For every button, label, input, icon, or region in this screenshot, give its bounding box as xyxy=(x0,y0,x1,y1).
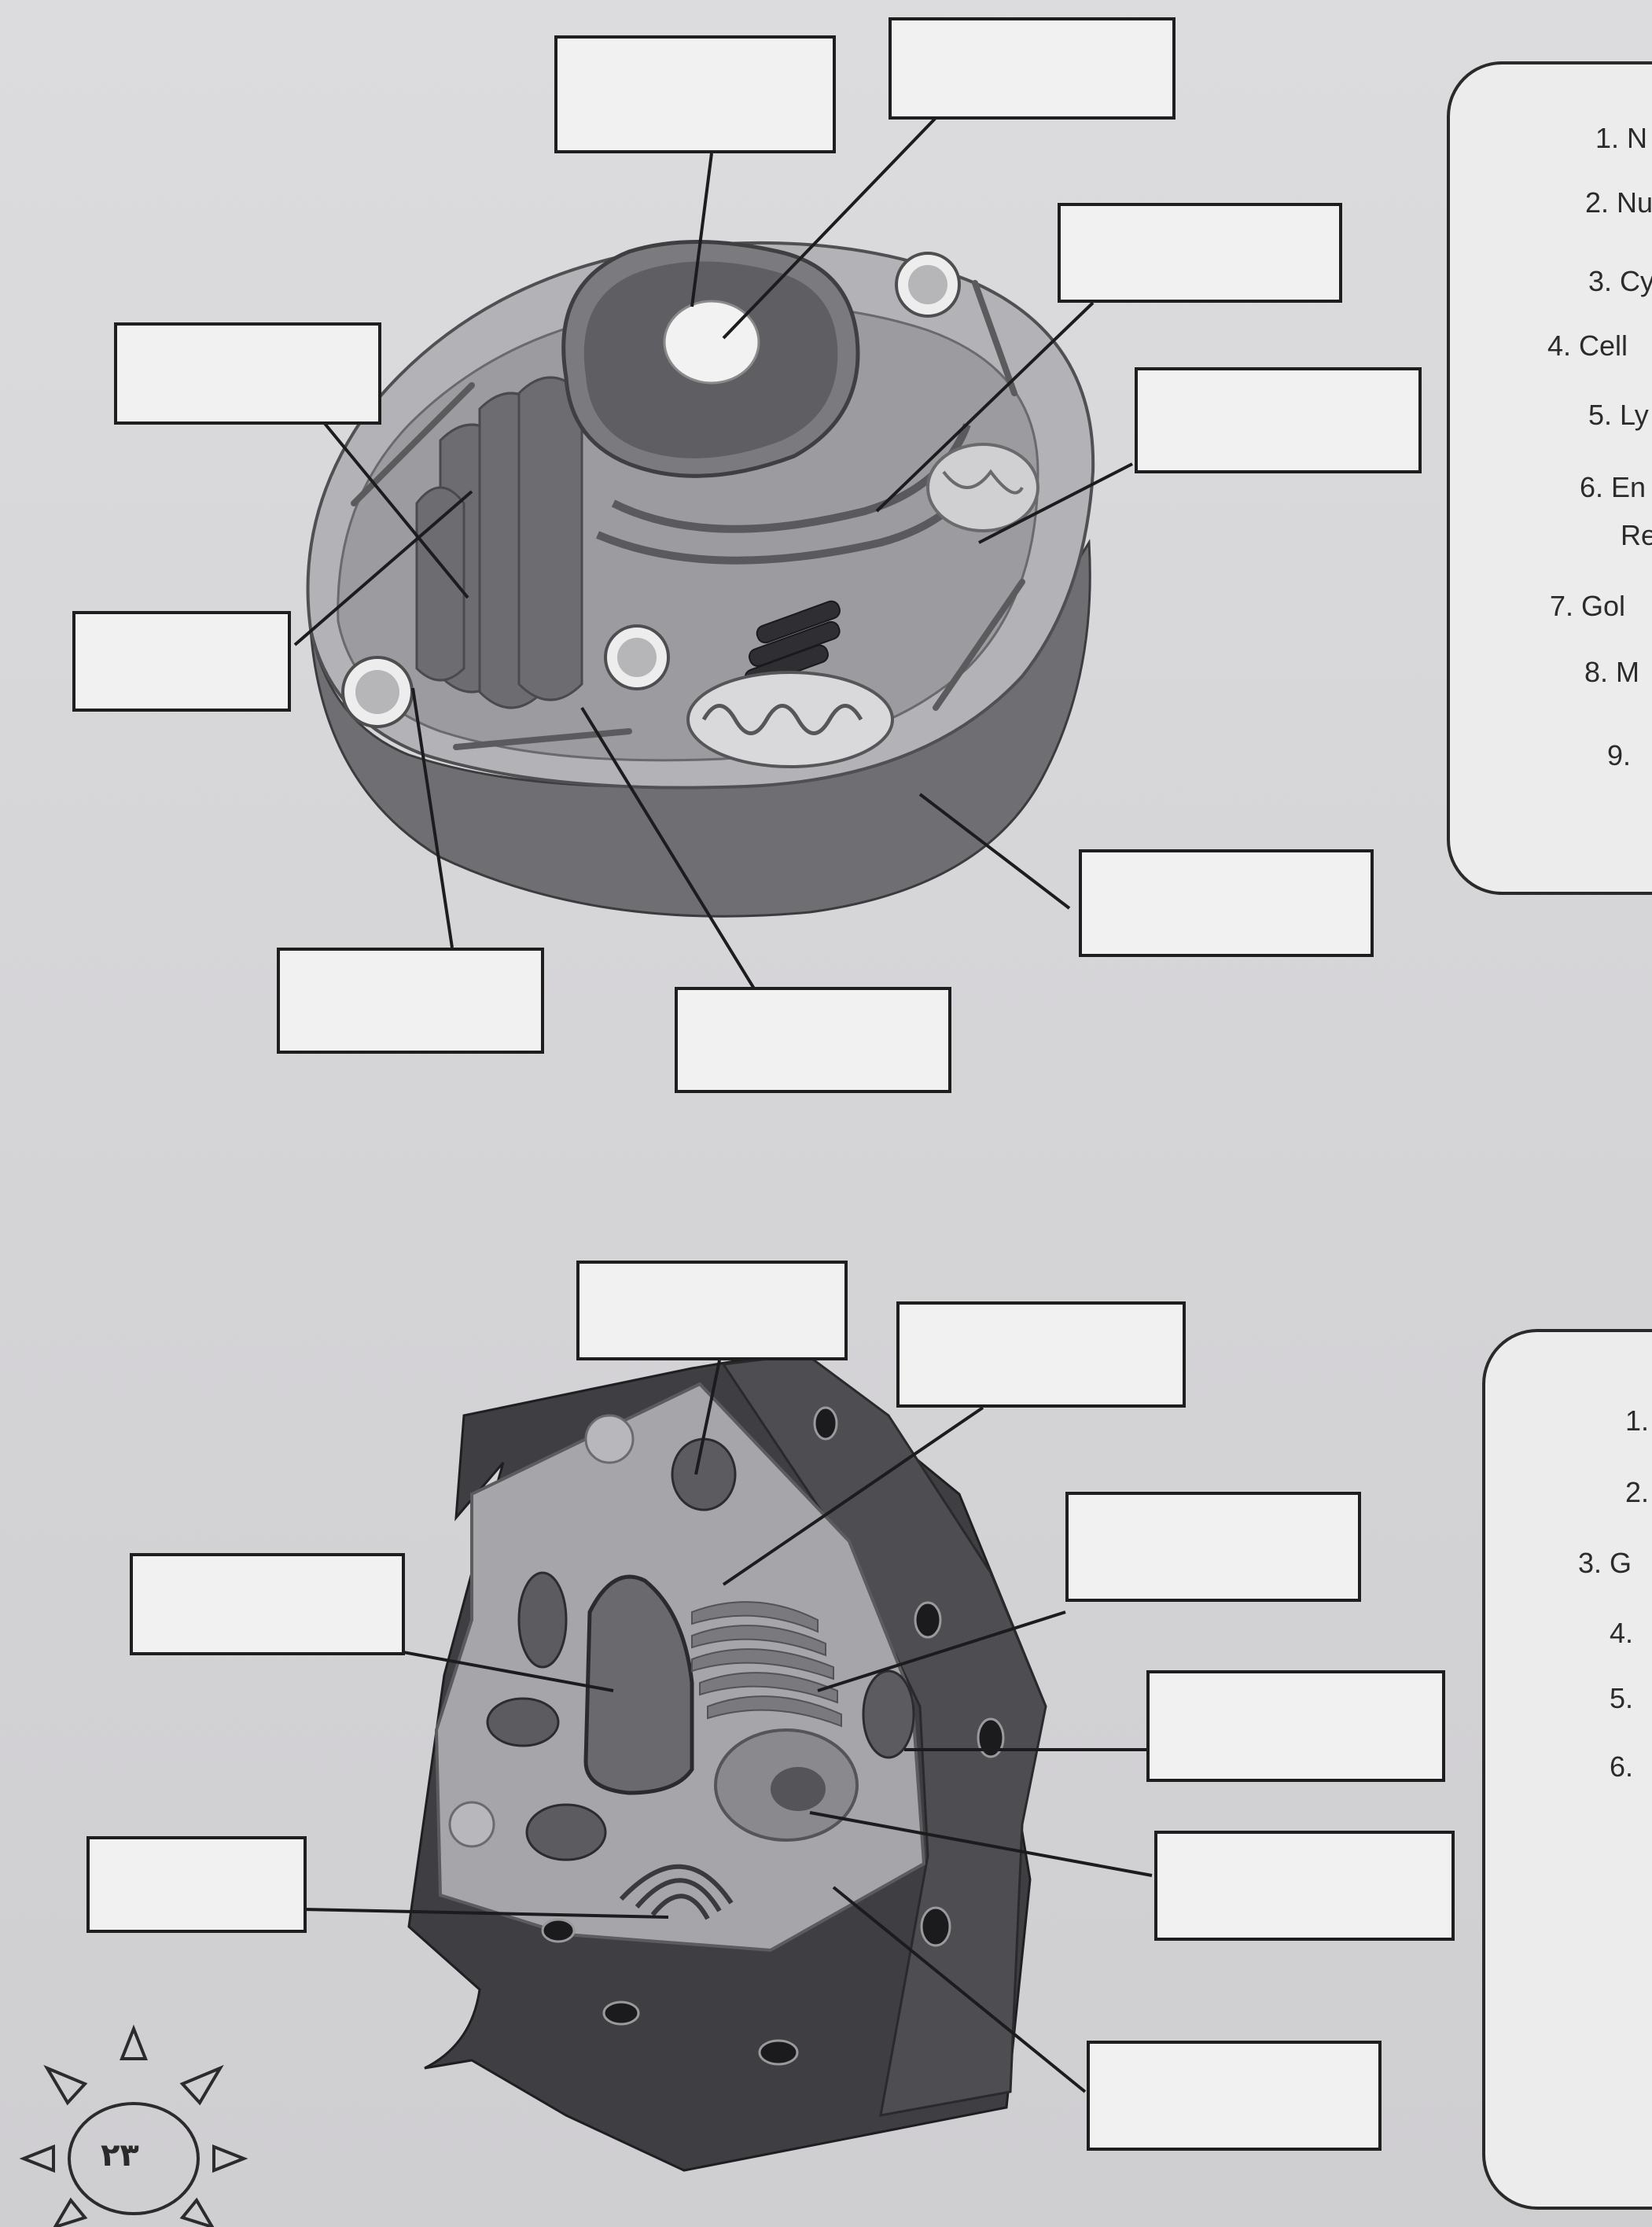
plant-label-box-2[interactable] xyxy=(896,1301,1186,1408)
plant-label-box-4[interactable] xyxy=(130,1553,405,1655)
plant-key-item-2: 2. xyxy=(1625,1476,1650,1508)
animal-label-box-5[interactable] xyxy=(114,322,381,425)
animal-key-item-7: 7. Gol xyxy=(1550,590,1626,622)
animal-key-item-2: 2. Nu xyxy=(1585,186,1652,219)
golgi-icon xyxy=(691,1601,842,1728)
plant-key-item-3: 3. G xyxy=(1578,1547,1632,1579)
animal-label-box-2[interactable] xyxy=(889,17,1176,120)
chloroplast-icon xyxy=(486,1437,915,1861)
mitochondria-right-icon xyxy=(926,443,1039,532)
animal-label-box-9[interactable] xyxy=(1079,849,1374,957)
plant-key-item-5: 5. xyxy=(1610,1682,1634,1714)
animal-key-item-9: 9. xyxy=(1607,739,1632,771)
mitochondria-icon xyxy=(619,1864,734,1920)
animal-label-box-6[interactable] xyxy=(72,611,291,712)
plant-label-box-5[interactable] xyxy=(1146,1670,1445,1782)
sun-ornament-icon xyxy=(19,2024,248,2227)
animal-label-box-3[interactable] xyxy=(1058,203,1342,303)
plant-key-panel: 1. 2. 3. G 4. 5. 6. xyxy=(1482,1329,1652,2210)
plant-label-box-7[interactable] xyxy=(86,1836,307,1933)
plant-leader-lines xyxy=(302,1360,1153,2093)
animal-label-box-7[interactable] xyxy=(277,948,544,1054)
animal-key-panel: 1. N 2. Nu 3. Cy 4. Cell 5. Ly 6. En Re … xyxy=(1447,61,1652,895)
page-number: ٢٣ xyxy=(101,2137,139,2174)
plant-key-item-4: 4. xyxy=(1610,1617,1634,1649)
nucleus-icon xyxy=(714,1728,859,1842)
plant-label-box-1[interactable] xyxy=(576,1261,848,1360)
animal-key-item-1: 1. N xyxy=(1595,122,1648,154)
vacuole-icon xyxy=(583,1574,694,1795)
plant-cell-diagram xyxy=(302,1351,1153,2172)
plant-label-box-6[interactable] xyxy=(1154,1831,1455,1941)
animal-leader-lines xyxy=(293,116,1133,1004)
er-folds-icon xyxy=(415,376,583,709)
mitochondria-icon xyxy=(686,671,894,768)
plant-key-item-6: 6. xyxy=(1610,1750,1634,1783)
animal-key-item-6b: Re xyxy=(1621,519,1652,551)
animal-key-item-4: 4. Cell xyxy=(1547,329,1628,362)
plant-label-box-3[interactable] xyxy=(1065,1492,1361,1602)
animal-key-item-5: 5. Ly xyxy=(1588,399,1649,431)
animal-key-item-3: 3. Cy xyxy=(1588,265,1652,297)
animal-cell-diagram xyxy=(293,116,1133,1004)
plant-label-box-8[interactable] xyxy=(1087,2041,1382,2151)
animal-label-box-1[interactable] xyxy=(554,35,836,153)
nucleolus-icon xyxy=(663,300,760,385)
plant-key-item-1: 1. xyxy=(1625,1404,1650,1437)
animal-label-box-8[interactable] xyxy=(675,987,951,1093)
animal-key-item-8: 8. M xyxy=(1584,656,1640,688)
plasmodesmata-icon xyxy=(541,1406,1005,2066)
animal-label-box-4[interactable] xyxy=(1135,367,1422,473)
animal-key-item-6: 6. En xyxy=(1580,471,1646,503)
